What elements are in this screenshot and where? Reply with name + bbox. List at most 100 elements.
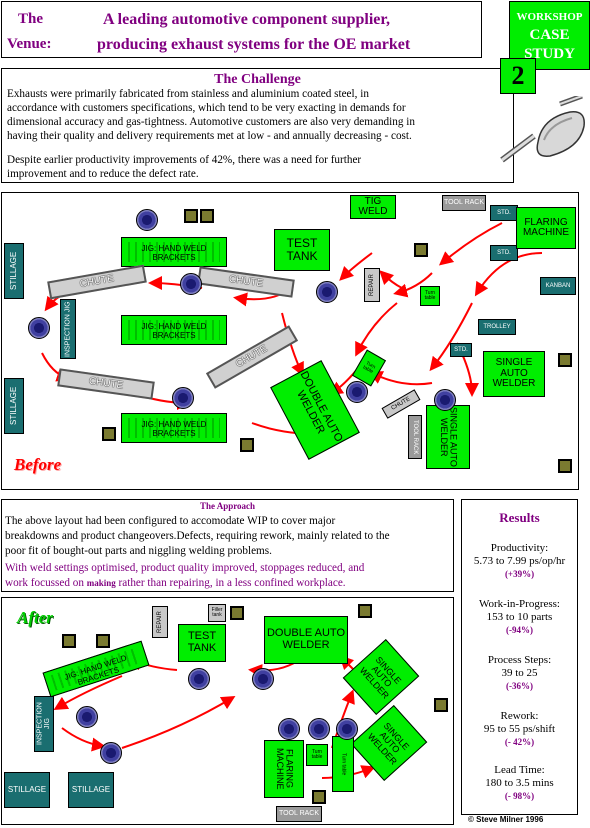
result-value: 153 to 10 parts: [486, 611, 553, 623]
flaring-machine-before: FLARING MACHINE: [516, 207, 576, 249]
result-change: (- 42%): [504, 737, 535, 747]
std-before-1: STD.: [490, 205, 518, 221]
turn-table-before-1: Turn table: [420, 286, 440, 306]
trolley-before: TROLLEY: [478, 319, 516, 335]
approach-making-emphasis: making: [86, 578, 116, 588]
approach-title: The Approach: [199, 501, 256, 511]
component-box: [414, 243, 428, 257]
result-change: (+39%): [504, 569, 535, 579]
result-productivity: Productivity: 5.73 to 7.99 ps/op/hr (+39…: [462, 542, 577, 581]
approach-text: work focussed on: [5, 577, 87, 589]
badge-case-study: CASE STUDY: [524, 27, 575, 62]
copyright: © Steve Milner 1996: [468, 815, 544, 824]
case-study-number: 2: [500, 58, 536, 94]
jig-hand-weld-before-2: JIG: HAND WELD BRACKETS: [121, 315, 227, 345]
turn-table-after-2: Turn table: [332, 736, 354, 792]
after-layout-diagram: REPAIR TEST TANK Filler tank DOUBLE AUTO…: [1, 597, 454, 825]
result-process-steps: Process Steps: 39 to 25 (-36%): [462, 654, 577, 693]
component-box: [558, 459, 572, 473]
repair-before: REPAIR: [364, 268, 380, 302]
result-value: 5.73 to 7.99 ps/op/hr: [473, 555, 566, 567]
operator-icon: [308, 718, 330, 740]
double-auto-welder-after: DOUBLE AUTO WELDER: [264, 616, 348, 664]
result-change: (-94%): [506, 625, 533, 635]
component-box: [434, 698, 448, 712]
component-box: [240, 438, 254, 452]
approach-line: poor fit of bought-out parts and nigglin…: [5, 545, 272, 557]
test-tank-after: TEST TANK: [178, 624, 226, 662]
component-box: [184, 209, 198, 223]
tool-rack-before: TOOL RACK: [442, 195, 486, 211]
result-value: 39 to 25: [501, 667, 538, 679]
challenge-line: Despite earlier productivity improvement…: [7, 154, 362, 166]
result-label: Productivity:: [490, 542, 549, 554]
result-rework: Rework: 95 to 55 ps/shift (- 42%): [462, 710, 577, 749]
component-box: [102, 427, 116, 441]
component-box: [558, 353, 572, 367]
std-before-3: STD.: [450, 343, 472, 357]
badge-workshop: WORKSHOP: [516, 11, 583, 23]
exhaust-illustration: [500, 96, 585, 163]
component-box: [358, 604, 372, 618]
header-venue: Venue:: [7, 36, 52, 52]
component-box: [230, 606, 244, 620]
stillage-after-1: STILLAGE: [4, 772, 50, 808]
single-auto-welder-before-1: SINGLE AUTO WELDER: [483, 351, 545, 397]
operator-icon: [100, 742, 122, 764]
challenge-line: improvement and to reduce the defect rat…: [7, 168, 199, 180]
before-label: Before: [14, 455, 62, 474]
kanban-before: KANBAN: [540, 277, 576, 295]
jig-label: JIG: HAND WELD BRACKETS: [141, 420, 207, 438]
result-change: (- 98%): [504, 791, 535, 801]
tool-rack-after: TOOL RACK: [276, 806, 322, 822]
approach-line-purple: work focussed on making rather than repa…: [5, 576, 346, 590]
tool-rack-before-2: TOOL RACK: [408, 415, 422, 459]
result-value: 180 to 3.5 mins: [485, 777, 554, 789]
header-the: The: [18, 11, 44, 27]
after-label: After: [17, 608, 53, 627]
operator-icon: [336, 718, 358, 740]
result-label: Rework:: [500, 710, 539, 722]
operator-icon: [278, 718, 300, 740]
result-label: Work-in-Progress:: [479, 598, 560, 610]
result-label: Lead Time:: [494, 764, 545, 776]
operator-icon: [252, 668, 274, 690]
component-box: [62, 634, 76, 648]
filler-tank-after: Filler tank: [208, 604, 226, 622]
results-box: Results Productivity: 5.73 to 7.99 ps/op…: [461, 499, 578, 815]
inspection-jig-before: INSPECTION JIG: [60, 299, 76, 359]
challenge-title: The Challenge: [214, 72, 301, 87]
flaring-machine-after: FLARING MACHINE: [264, 740, 304, 798]
jig-hand-weld-before-3: JIG: HAND WELD BRACKETS: [121, 413, 227, 443]
results-title: Results: [499, 510, 540, 525]
result-change: (-36%): [506, 681, 533, 691]
operator-icon: [180, 273, 202, 295]
stillage-after-2: STILLAGE: [68, 772, 114, 808]
header-box: The Venue: A leading automotive componen…: [1, 1, 482, 58]
test-tank-before: TEST TANK: [274, 229, 330, 271]
component-box: [312, 790, 326, 804]
jig-hand-weld-before-1: JIG: HAND WELD BRACKETS: [121, 237, 227, 267]
result-value: 95 to 55 ps/shift: [483, 723, 556, 735]
std-before-2: STD.: [490, 245, 518, 261]
operator-icon: [434, 389, 456, 411]
operator-icon: [346, 381, 368, 403]
operator-icon: [188, 668, 210, 690]
jig-label: JIG: HAND WELD BRACKETS: [141, 244, 207, 262]
header-title-line2: producing exhaust systems for the OE mar…: [97, 36, 411, 53]
operator-icon: [172, 387, 194, 409]
stillage-before-1: STILLAGE: [4, 243, 24, 299]
jig-label: JIG: HAND WELD BRACKETS: [141, 322, 207, 340]
result-lead-time: Lead Time: 180 to 3.5 mins (- 98%): [462, 764, 577, 803]
challenge-line: having their quality and delivery requir…: [7, 130, 412, 142]
result-label: Process Steps:: [487, 654, 552, 666]
single-auto-welder-before-2: SINGLE AUTO WELDER: [426, 405, 470, 469]
challenge-line: accordance with customers specifications…: [7, 102, 406, 114]
operator-icon: [136, 209, 158, 231]
inspection-jig-after: INSPECTION JIG: [34, 696, 54, 752]
approach-box: The Approach The above layout had been c…: [1, 499, 454, 592]
challenge-box: The Challenge Exhausts were primarily fa…: [1, 68, 514, 183]
approach-line: The above layout had been configured to …: [5, 515, 336, 527]
challenge-line: dimensional accuracy and gas-tightness. …: [7, 116, 415, 128]
tig-weld-before: TIG WELD: [350, 195, 396, 219]
